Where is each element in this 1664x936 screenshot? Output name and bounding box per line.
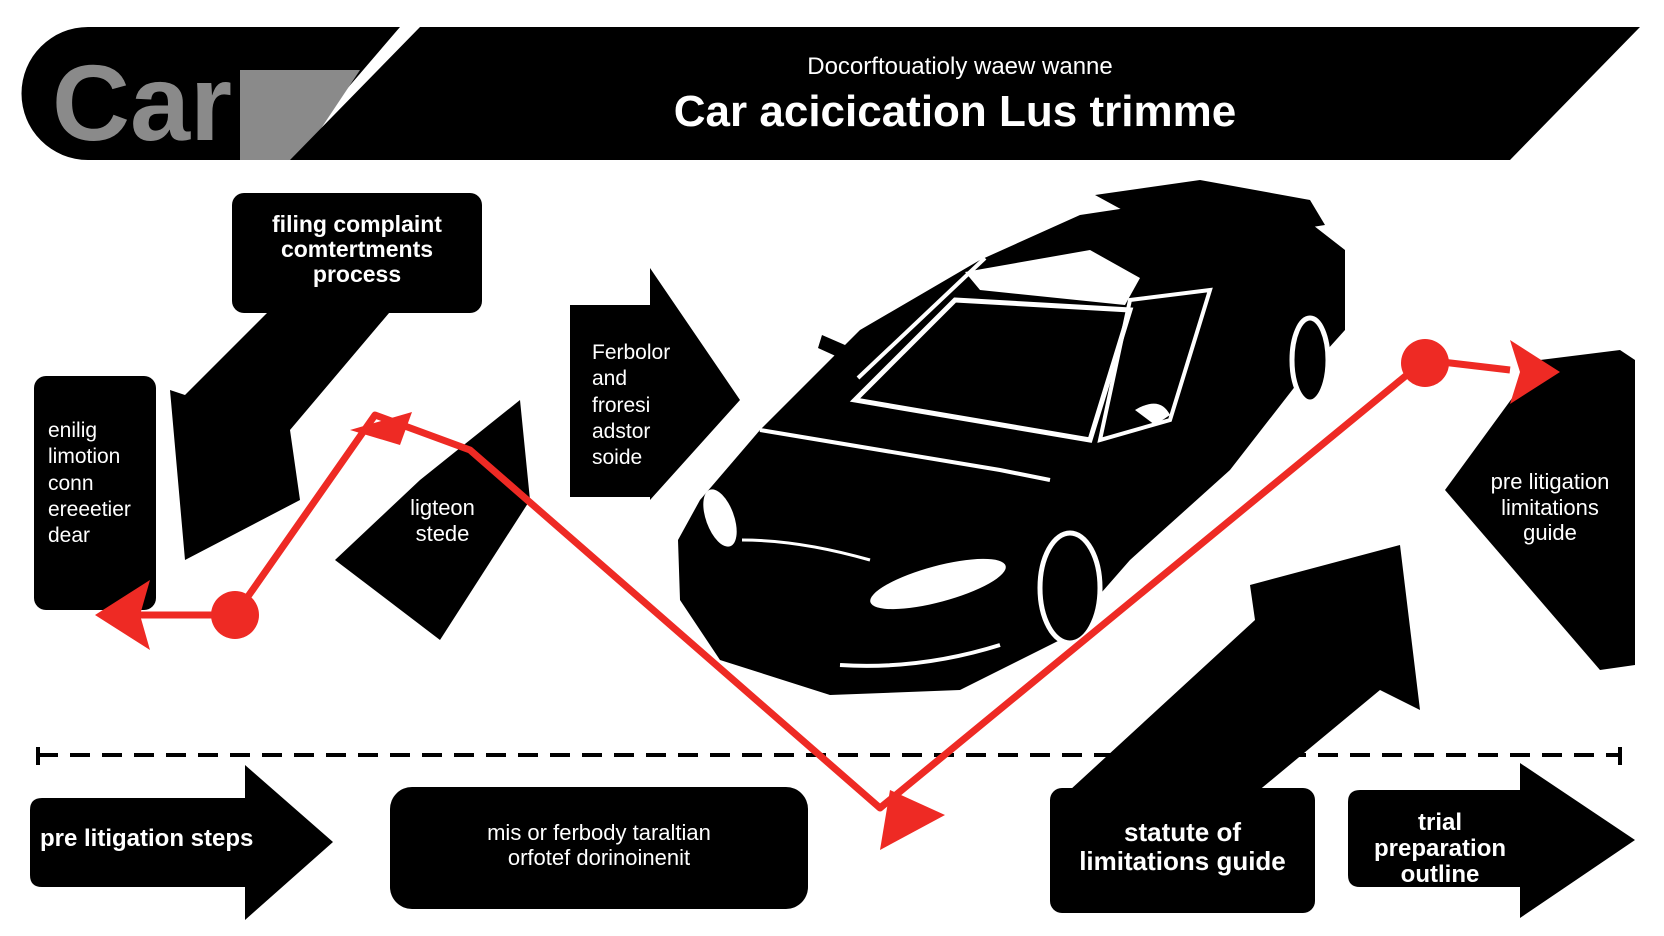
label-pre-litigation-steps: pre litigation steps <box>40 825 254 852</box>
label-statute: statute of limitations guide <box>1079 817 1286 877</box>
banner-title: Car acicication Lus trimme <box>674 87 1236 136</box>
header-banner: Car Docorftouatioly waew wanne Car acici… <box>21 27 1640 163</box>
logo-stripe <box>240 70 360 160</box>
box-left <box>34 376 156 610</box>
banner-subtitle: Docorftouatioly waew wanne <box>807 53 1113 80</box>
arrow-icon <box>1070 545 1420 860</box>
box-statute <box>1050 788 1315 913</box>
arrow-icon <box>570 268 740 500</box>
label-trial-prep: trial preparation outline <box>1373 809 1507 888</box>
logo-text: Car <box>52 42 232 163</box>
label-mid-box: Ferbolor and froresi adstor soide <box>592 341 671 469</box>
label-filing-complaint: filing complaint comtertments process <box>272 211 442 287</box>
box-middle-bottom <box>390 787 808 909</box>
car-icon <box>678 180 1345 695</box>
red-flow-line <box>95 339 1560 850</box>
title-banner <box>290 27 1640 160</box>
label-left-box: enilig limotion conn ereeetier dear <box>48 419 131 547</box>
arrow-icon <box>1348 763 1635 918</box>
label-center-box: ligteon stede <box>410 495 475 547</box>
arrow-icon <box>1445 350 1635 670</box>
arrow-icon <box>170 300 400 560</box>
arrow-icon <box>30 765 333 920</box>
label-right-box: pre litigation limitations guide <box>1490 469 1610 546</box>
box-filing-complaint <box>232 193 482 313</box>
label-middle-bottom: mis or ferbody taraltian orfotef dorinoi… <box>487 820 711 871</box>
